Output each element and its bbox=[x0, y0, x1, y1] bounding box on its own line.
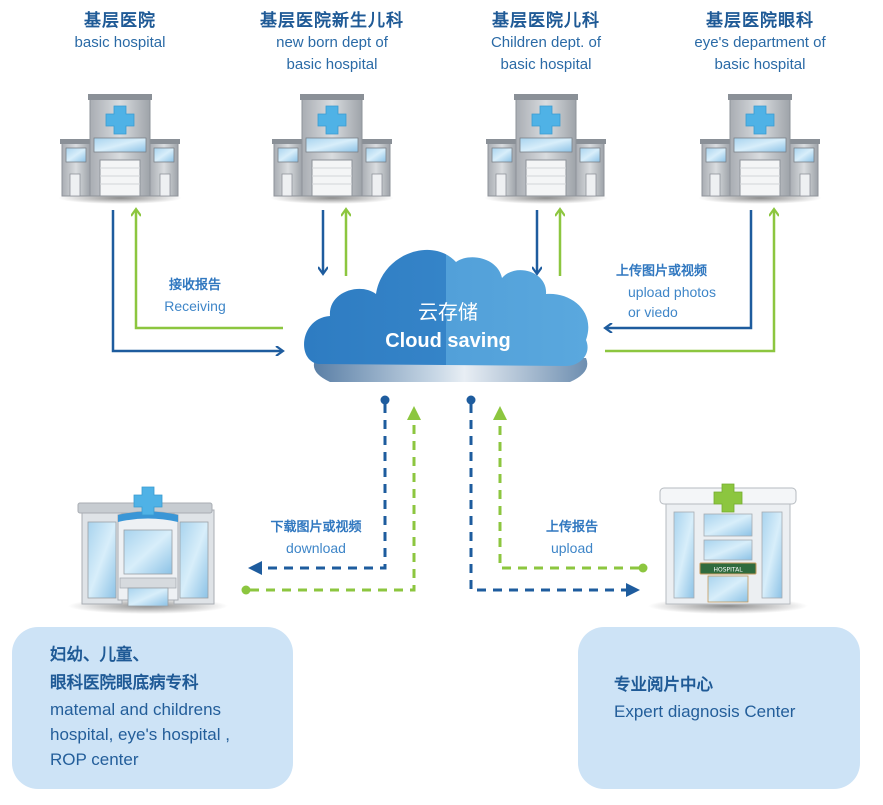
cloud-label-cn: 云存储 bbox=[418, 300, 478, 324]
upload-report-label-en: upload bbox=[550, 540, 594, 556]
hospital-title-cn: 基层医院新生儿科 bbox=[260, 11, 404, 31]
hospital-title-basic: 基层医院 basic hospital bbox=[20, 10, 220, 54]
hospital-title-en: new born dept of bbox=[276, 34, 388, 51]
download-label-en: download bbox=[286, 540, 346, 556]
hospital-title-en: basic hospital bbox=[714, 56, 806, 73]
specialty-box-cn-line2: 眼科医院眼底病专科 bbox=[50, 673, 199, 692]
receiving-label-en: Receiving bbox=[164, 298, 226, 314]
cloud-label: 云存储 Cloud saving bbox=[348, 298, 548, 356]
cloud-label-en: Cloud saving bbox=[385, 330, 511, 352]
receiving-label-cn: 接收报告 bbox=[168, 278, 221, 293]
upload-report-label-cn: 上传报告 bbox=[545, 520, 598, 535]
hospital-title-newborn: 基层医院新生儿科 new born dept of basic hospital bbox=[232, 10, 432, 76]
specialty-box-cn-line1: 妇幼、儿童、 bbox=[50, 645, 149, 664]
receive-arrow bbox=[250, 406, 421, 592]
expert-center-hospital-icon: HOSPITAL bbox=[648, 483, 808, 614]
expert-box-en: Expert diagnosis Center bbox=[614, 702, 796, 721]
download-label-cn: 下载图片或视频 bbox=[270, 520, 362, 535]
specialty-box-en-line2: hospital, eye's hospital , bbox=[50, 725, 230, 744]
hospital-title-en: Children dept. of bbox=[490, 34, 602, 51]
hospital-title-en: basic hospital bbox=[500, 56, 592, 73]
arrow-from-cloud-green bbox=[136, 210, 283, 330]
send-to-expert-arrow bbox=[469, 404, 640, 597]
hospital-title-cn: 基层医院眼科 bbox=[706, 11, 814, 31]
hospital-title-en: eye's department of bbox=[694, 34, 826, 51]
hospital-sign-text: HOSPITAL bbox=[713, 567, 743, 574]
hospital-title-eye: 基层医院眼科 eye's department of basic hospita… bbox=[660, 10, 860, 76]
hospital-title-cn: 基层医院 bbox=[84, 11, 156, 31]
upload-photos-label: 上传图片或视频 upload photos or viedo bbox=[616, 262, 726, 322]
hospital-building-icon bbox=[483, 93, 609, 205]
upload-photos-label-en: upload photos bbox=[628, 284, 716, 300]
hospital-building-icon bbox=[57, 93, 183, 205]
hospital-title-children: 基层医院儿科 Children dept. of basic hospital bbox=[446, 10, 646, 76]
download-label: 下载图片或视频 download bbox=[256, 518, 376, 558]
upload-photos-label-en: or viedo bbox=[628, 304, 678, 320]
arrow-to-cloud-blue bbox=[111, 210, 282, 351]
upload-photos-label-cn: 上传图片或视频 bbox=[616, 264, 708, 279]
receiving-label: 接收报告 Receiving bbox=[150, 276, 240, 316]
specialty-box-en-line1: matemal and childrens bbox=[50, 700, 222, 719]
download-arrow bbox=[248, 404, 387, 575]
upload-report-label: 上传报告 upload bbox=[532, 518, 612, 558]
hospital-building-icon bbox=[697, 93, 823, 205]
arrow-from-cloud-green bbox=[605, 210, 774, 353]
expert-box-cn: 专业阅片中心 bbox=[614, 675, 713, 694]
specialty-hospital-icon bbox=[68, 486, 228, 614]
hospital-title-en: basic hospital bbox=[286, 56, 378, 73]
arrow-to-cloud-blue bbox=[606, 210, 753, 328]
hospital-building-icon bbox=[269, 93, 395, 205]
hospital-title-cn: 基层医院儿科 bbox=[492, 11, 600, 31]
specialty-hospital-box: 妇幼、儿童、 眼科医院眼底病专科 matemal and childrens h… bbox=[12, 627, 293, 789]
upload-report-arrow bbox=[493, 406, 639, 570]
hospital-title-en: basic hospital bbox=[74, 34, 166, 51]
cloud-icon bbox=[304, 249, 589, 382]
specialty-box-en-line3: ROP center bbox=[50, 750, 139, 769]
expert-center-box: 专业阅片中心 Expert diagnosis Center bbox=[578, 627, 860, 789]
